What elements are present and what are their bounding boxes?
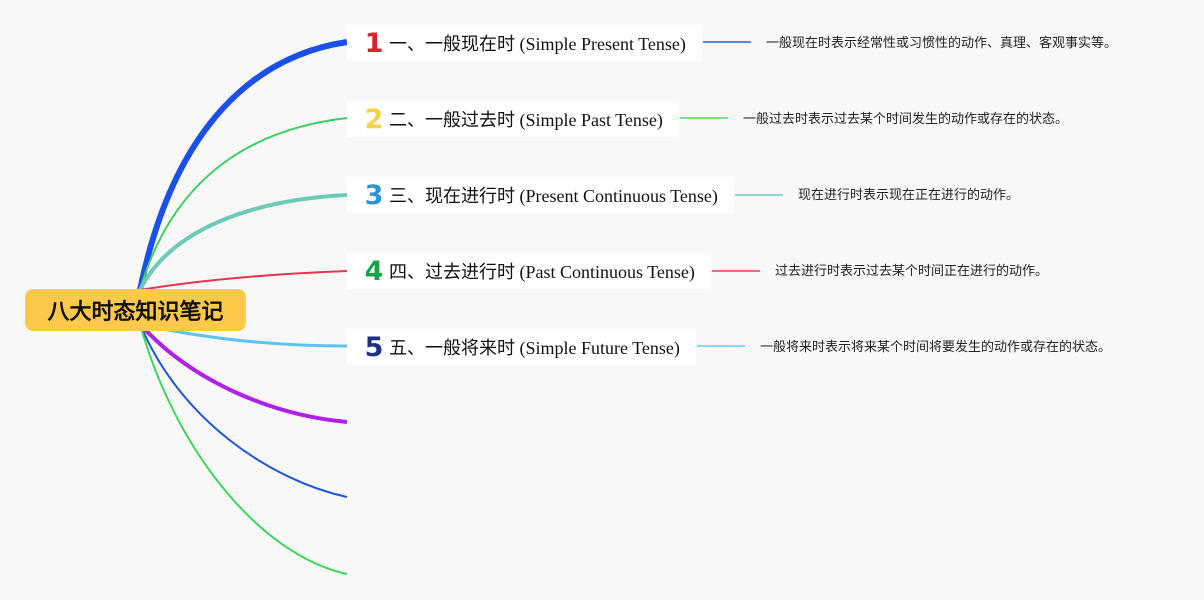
- description-simple-past[interactable]: 一般过去时表示过去某个时间发生的动作或存在的状态。: [743, 112, 1069, 127]
- number-4-icon: 4: [364, 255, 384, 287]
- branch-line-empty-1: [138, 322, 348, 424]
- node-present-continuous[interactable]: 3 三、现在进行时 (Present Continuous Tense): [347, 177, 734, 213]
- branch-line-2: [139, 117, 348, 291]
- node-label: 三、现在进行时 (Present Continuous Tense): [389, 186, 718, 206]
- branch-line-empty-3: [139, 323, 348, 575]
- branch-line-3: [138, 193, 348, 291]
- description-simple-present[interactable]: 一般现在时表示经常性或习惯性的动作、真理、客观事实等。: [766, 36, 1118, 51]
- number-3-icon: 3: [364, 179, 384, 211]
- node-simple-present[interactable]: 1 一、一般现在时 (Simple Present Tense): [347, 25, 702, 61]
- node-label: 二、一般过去时 (Simple Past Tense): [389, 110, 663, 130]
- node-label: 五、一般将来时 (Simple Future Tense): [389, 338, 680, 358]
- number-5-icon: 5: [364, 331, 384, 363]
- description-simple-future[interactable]: 一般将来时表示将来某个时间将要发生的动作或存在的状态。: [760, 340, 1112, 355]
- node-label: 一、一般现在时 (Simple Present Tense): [389, 34, 686, 54]
- node-label: 四、过去进行时 (Past Continuous Tense): [389, 262, 695, 282]
- node-simple-past[interactable]: 2 二、一般过去时 (Simple Past Tense): [347, 101, 679, 137]
- node-past-continuous[interactable]: 4 四、过去进行时 (Past Continuous Tense): [347, 253, 711, 289]
- branch-line-empty-2: [139, 323, 348, 498]
- root-node[interactable]: 八大时态知识笔记: [25, 289, 246, 331]
- number-1-icon: 1: [364, 27, 384, 59]
- description-present-continuous[interactable]: 现在进行时表示现在正在进行的动作。: [798, 188, 1020, 203]
- branch-line-1: [137, 39, 348, 291]
- description-past-continuous[interactable]: 过去进行时表示过去某个时间正在进行的动作。: [775, 264, 1049, 279]
- number-2-icon: 2: [364, 103, 384, 135]
- branch-line-4: [139, 270, 348, 291]
- node-simple-future[interactable]: 5 五、一般将来时 (Simple Future Tense): [347, 329, 696, 365]
